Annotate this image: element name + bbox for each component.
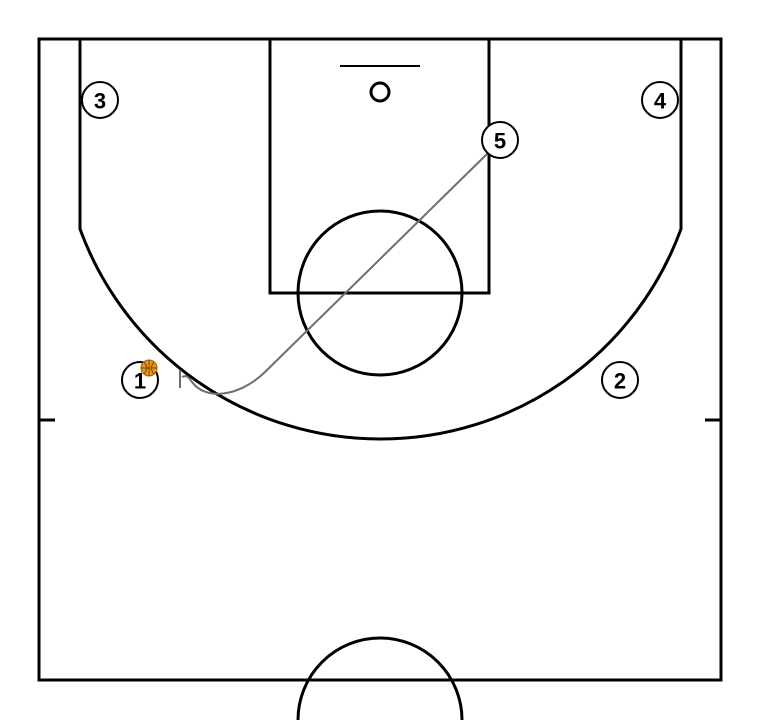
player-4: 4 [641,81,679,119]
rim [369,81,391,103]
ball-icon [140,359,158,377]
player-5: 5 [481,121,519,159]
player-4-label: 4 [654,89,667,114]
player-3-label: 3 [94,89,106,114]
court-boundary [37,37,723,682]
player-3: 3 [81,81,119,119]
paint-lane [268,37,491,295]
player-5-label: 5 [494,129,506,154]
player-2: 2 [601,361,639,399]
player-1-label: 1 [134,369,146,394]
player-2-label: 2 [614,369,626,394]
movement-path-5 [181,152,489,395]
center-circle [296,636,464,720]
three-point-line [78,39,683,441]
free-throw-circle [296,209,464,377]
